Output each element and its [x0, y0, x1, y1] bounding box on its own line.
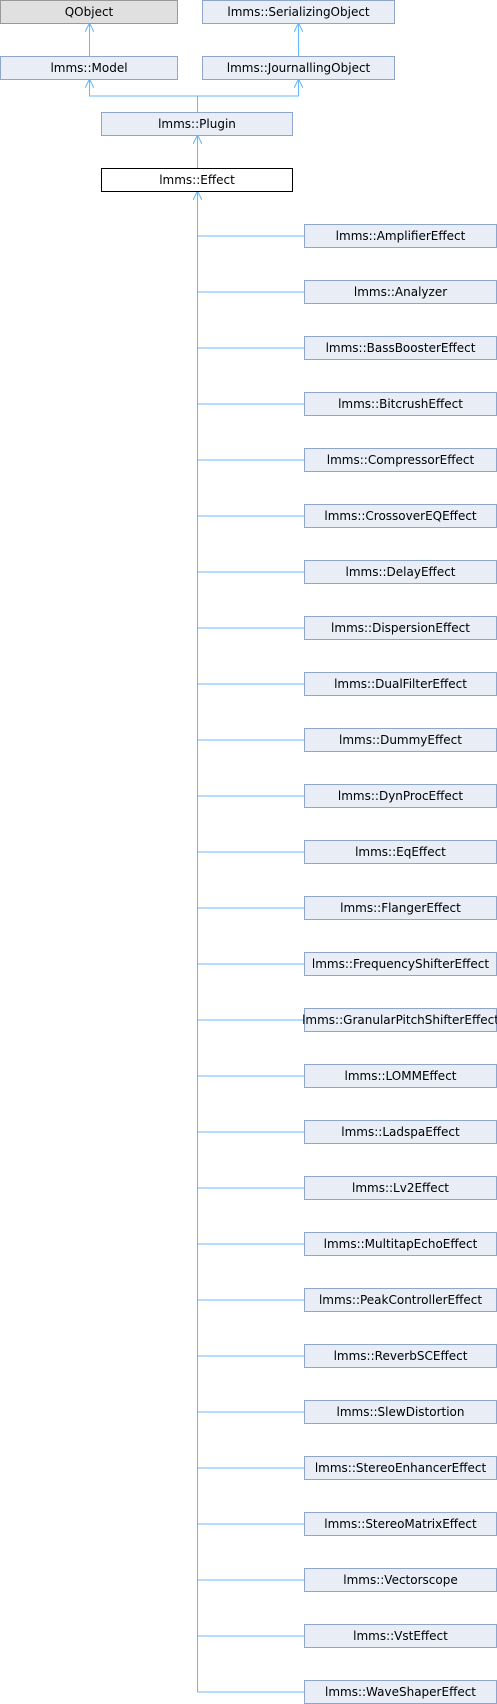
class-node-derived[interactable]: lmms::SlewDistortion	[304, 1400, 497, 1424]
class-label: lmms::MultitapEchoEffect	[324, 1237, 478, 1251]
class-node-derived[interactable]: lmms::LOMMEffect	[304, 1064, 497, 1088]
class-node-serializing-object[interactable]: lmms::SerializingObject	[202, 0, 395, 24]
class-label: lmms::DynProcEffect	[338, 789, 463, 803]
class-label: lmms::CrossoverEQEffect	[324, 509, 477, 523]
class-label: lmms::VstEffect	[353, 1629, 448, 1643]
class-label: lmms::LadspaEffect	[341, 1125, 460, 1139]
class-node-derived[interactable]: lmms::MultitapEchoEffect	[304, 1232, 497, 1256]
class-node-derived[interactable]: lmms::Vectorscope	[304, 1568, 497, 1592]
class-label: lmms::PeakControllerEffect	[319, 1293, 482, 1307]
class-label: lmms::SlewDistortion	[337, 1405, 465, 1419]
class-node-model[interactable]: lmms::Model	[0, 56, 178, 80]
class-label: lmms::Analyzer	[354, 285, 447, 299]
class-node-derived[interactable]: lmms::DelayEffect	[304, 560, 497, 584]
class-node-derived[interactable]: lmms::Analyzer	[304, 280, 497, 304]
class-node-derived[interactable]: lmms::ReverbSCEffect	[304, 1344, 497, 1368]
class-label: lmms::Model	[50, 61, 127, 75]
class-label: lmms::Lv2Effect	[352, 1181, 449, 1195]
class-label: lmms::DelayEffect	[346, 565, 456, 579]
class-label: lmms::DispersionEffect	[331, 621, 470, 635]
class-label: lmms::EqEffect	[355, 845, 446, 859]
class-label: lmms::CompressorEffect	[327, 453, 475, 467]
class-node-derived[interactable]: lmms::AmplifierEffect	[304, 224, 497, 248]
class-label: QObject	[65, 5, 114, 19]
class-node-derived[interactable]: lmms::BassBoosterEffect	[304, 336, 497, 360]
class-label: lmms::StereoMatrixEffect	[324, 1517, 477, 1531]
class-label: lmms::Plugin	[158, 117, 236, 131]
class-node-derived[interactable]: lmms::DummyEffect	[304, 728, 497, 752]
class-node-derived[interactable]: lmms::LadspaEffect	[304, 1120, 497, 1144]
class-node-derived[interactable]: lmms::WaveShaperEffect	[304, 1680, 497, 1704]
class-node-derived[interactable]: lmms::CompressorEffect	[304, 448, 497, 472]
class-label: lmms::SerializingObject	[227, 5, 370, 19]
class-label: lmms::FrequencyShifterEffect	[312, 957, 489, 971]
class-node-derived[interactable]: lmms::EqEffect	[304, 840, 497, 864]
class-label: lmms::StereoEnhancerEffect	[315, 1461, 487, 1475]
class-label: lmms::Vectorscope	[343, 1573, 457, 1587]
class-node-derived[interactable]: lmms::StereoEnhancerEffect	[304, 1456, 497, 1480]
class-node-derived[interactable]: lmms::VstEffect	[304, 1624, 497, 1648]
inheritance-edges	[89, 24, 305, 1693]
class-label: lmms::LOMMEffect	[345, 1069, 457, 1083]
class-node-plugin[interactable]: lmms::Plugin	[101, 112, 293, 136]
class-label: lmms::ReverbSCEffect	[334, 1349, 468, 1363]
class-node-derived[interactable]: lmms::DispersionEffect	[304, 616, 497, 640]
derived-class-list: lmms::AmplifierEffectlmms::Analyzerlmms:…	[302, 224, 497, 1704]
class-node-derived[interactable]: lmms::BitcrushEffect	[304, 392, 497, 416]
class-node-derived[interactable]: lmms::StereoMatrixEffect	[304, 1512, 497, 1536]
class-node-derived[interactable]: lmms::FrequencyShifterEffect	[304, 952, 497, 976]
class-node-qobject[interactable]: QObject	[0, 0, 178, 24]
class-label: lmms::FlangerEffect	[340, 901, 461, 915]
class-node-derived[interactable]: lmms::DualFilterEffect	[304, 672, 497, 696]
class-label: lmms::BitcrushEffect	[338, 397, 463, 411]
class-node-derived[interactable]: lmms::PeakControllerEffect	[304, 1288, 497, 1312]
class-node-journalling-object[interactable]: lmms::JournallingObject	[202, 56, 395, 80]
class-label: lmms::DualFilterEffect	[334, 677, 467, 691]
class-node-derived[interactable]: lmms::FlangerEffect	[304, 896, 497, 920]
class-node-derived[interactable]: lmms::Lv2Effect	[304, 1176, 497, 1200]
class-label: lmms::WaveShaperEffect	[325, 1685, 476, 1699]
class-label: lmms::GranularPitchShifterEffect	[302, 1013, 497, 1027]
class-node-derived[interactable]: lmms::CrossoverEQEffect	[304, 504, 497, 528]
class-label: lmms::DummyEffect	[339, 733, 462, 747]
class-label: lmms::AmplifierEffect	[336, 229, 466, 243]
class-node-effect[interactable]: lmms::Effect	[101, 168, 293, 192]
class-label: lmms::BassBoosterEffect	[326, 341, 476, 355]
class-node-derived[interactable]: lmms::GranularPitchShifterEffect	[302, 1008, 497, 1032]
class-label: lmms::Effect	[159, 173, 235, 187]
class-node-derived[interactable]: lmms::DynProcEffect	[304, 784, 497, 808]
edge-plugin-bases	[89, 80, 299, 97]
class-label: lmms::JournallingObject	[227, 61, 371, 75]
